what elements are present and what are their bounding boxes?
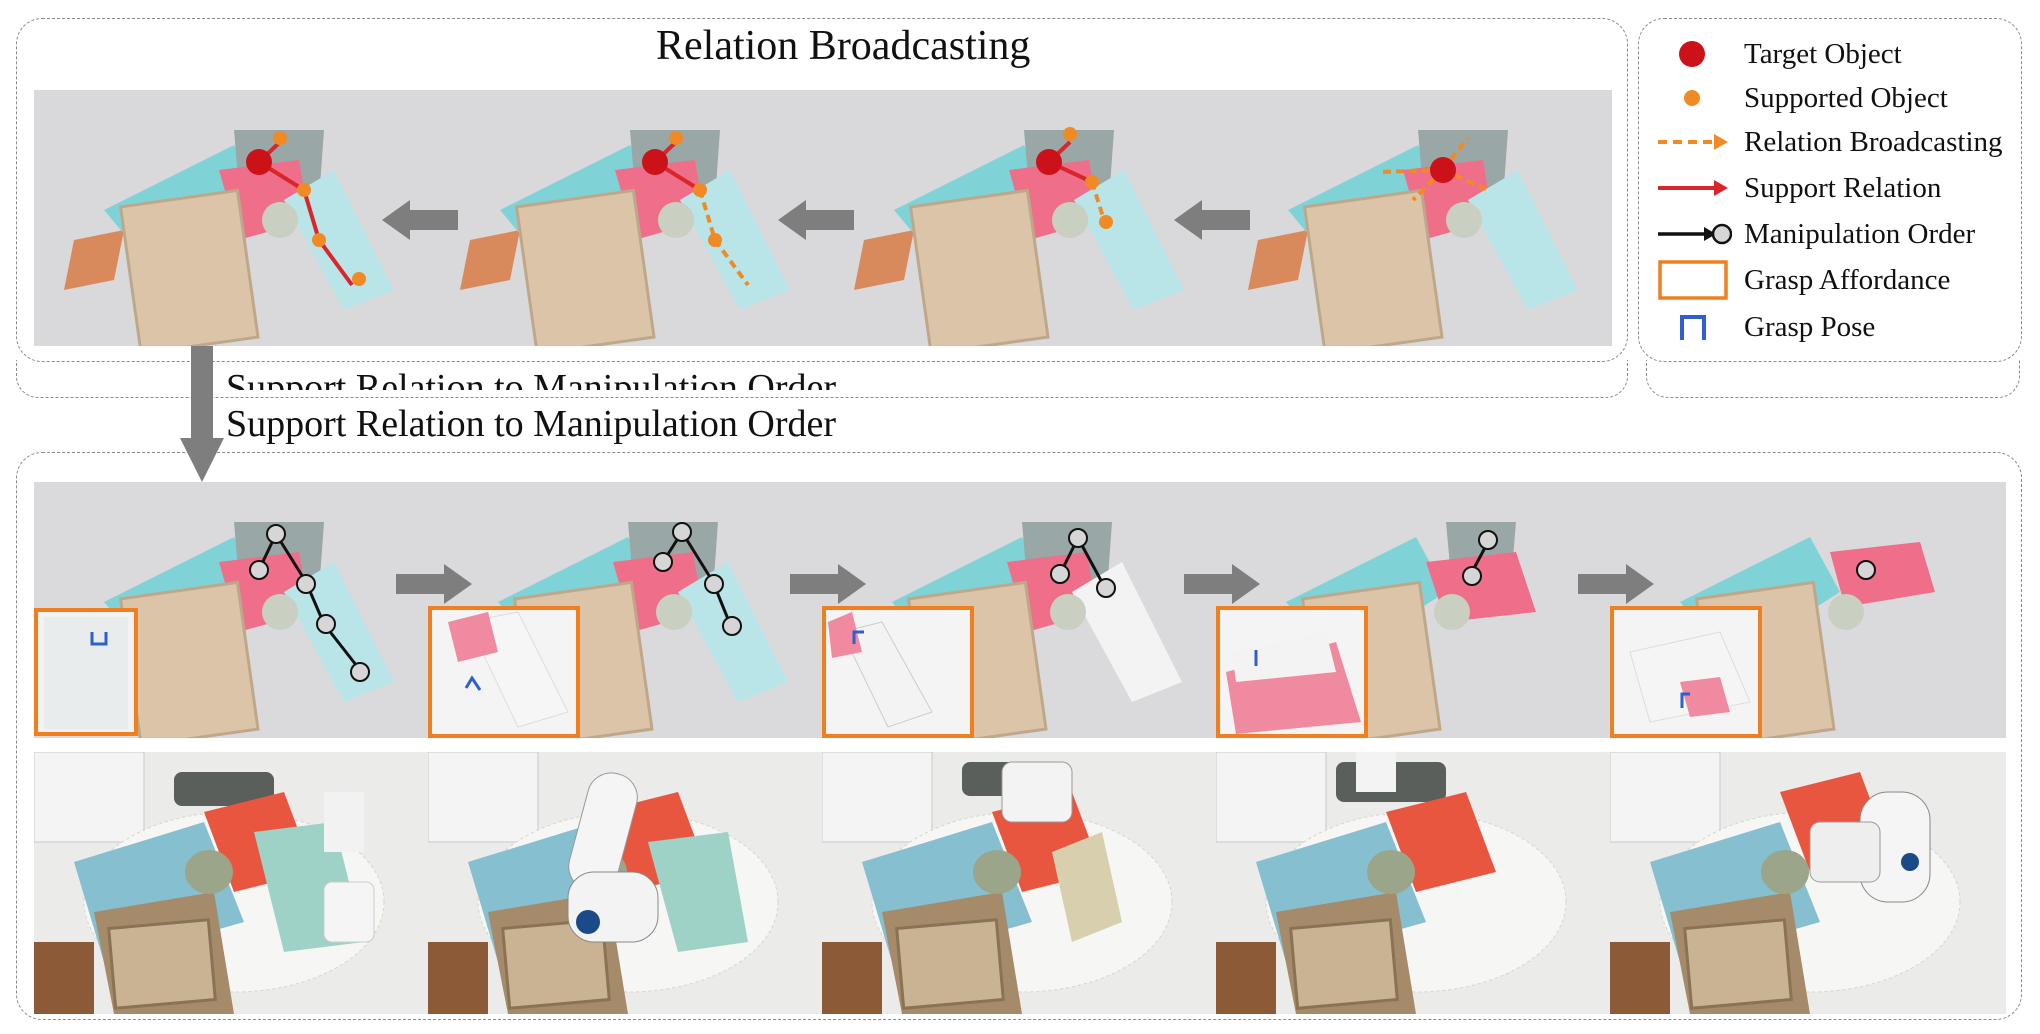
dashed-orange-arrow-icon [1658,134,1728,150]
legend-item-manipulation-order: Manipulation Order [1652,214,1975,254]
order-panel-2 [428,482,822,738]
flow-arrow-right-4 [1578,564,1654,604]
clipped-title-frame-left [16,360,1628,398]
supported-dot-icon [1684,90,1700,106]
down-flow-arrow [180,342,224,482]
legend-item-relation-broadcasting: Relation Broadcasting [1652,122,2003,162]
legend-item-support-relation: Support Relation [1652,168,1941,208]
relation-broadcasting-frame [16,18,1628,362]
flow-arrow-right-2 [790,564,866,604]
broadcast-panel-4 [1218,90,1612,346]
black-arrow-node-icon [1658,223,1732,245]
legend-item-target-object: Target Object [1652,34,1902,74]
broadcast-panel-1 [34,90,430,346]
flow-arrow-left-3 [1174,200,1250,240]
order-panel-1 [34,482,428,738]
robot-photo-2 [428,752,822,1014]
flow-arrow-right-1 [396,564,472,604]
legend-label: Grasp Affordance [1744,263,1951,296]
legend-label: Supported Object [1744,81,1948,114]
legend-label: Target Object [1744,37,1902,70]
order-panel-5 [1610,482,2006,738]
legend-item-grasp-pose: Grasp Pose [1652,307,1875,347]
orange-box-icon [1658,260,1728,300]
target-dot-icon [1679,41,1705,67]
blue-gripper-icon [1680,315,1706,340]
manipulation-order-title: Support Relation to Manipulation Order [226,403,837,445]
legend-frame [1638,18,2022,362]
clipped-title: Support Relation to Manipulation Order [226,367,837,390]
robot-photo-3 [822,752,1216,1014]
legend-item-supported-object: Supported Object [1652,78,1948,118]
legend-label: Grasp Pose [1744,310,1876,343]
broadcast-panel-3 [824,90,1218,346]
legend-label: Relation Broadcasting [1744,125,2003,158]
legend-item-grasp-affordance: Grasp Affordance [1652,260,1950,300]
order-panel-4 [1216,482,1610,738]
robot-photo-1 [34,752,428,1014]
manipulation-order-frame [16,452,2022,1020]
robot-photo-4 [1216,752,1610,1014]
order-panel-3 [822,482,1216,738]
clipped-title-frame-right [1646,360,2020,398]
red-arrow-icon [1658,180,1728,196]
robot-photo-5 [1610,752,2006,1014]
flow-arrow-left-2 [778,200,854,240]
legend-label: Support Relation [1744,171,1942,204]
flow-arrow-right-3 [1184,564,1260,604]
broadcast-panel-2 [430,90,824,346]
relation-broadcasting-title: Relation Broadcasting [656,23,1031,69]
flow-arrow-left-1 [382,200,458,240]
clipped-title-window: Support Relation to Manipulation Order [226,366,926,390]
legend-label: Manipulation Order [1744,217,1976,250]
